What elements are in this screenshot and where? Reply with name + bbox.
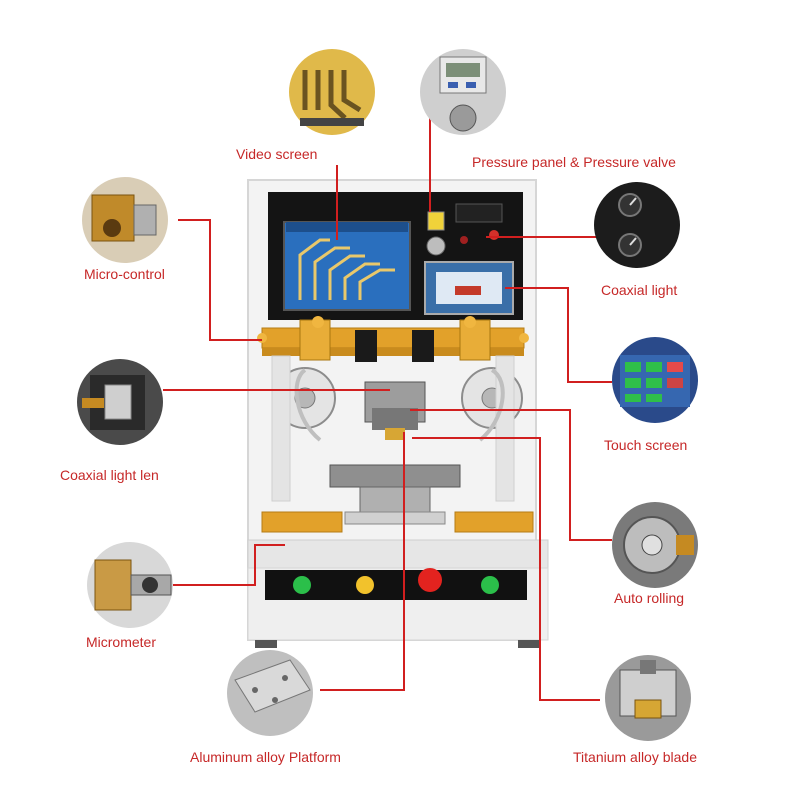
coaxial-light-knobs-closeup-icon [594,182,680,268]
machine-body [247,179,549,648]
auto-rolling-closeup-icon [612,502,698,588]
pressure-gauge-closeup-icon [420,49,506,135]
label-pressure-panel: Pressure panel & Pressure valve [472,154,676,170]
leader-lines [163,118,612,701]
label-touch-screen: Touch screen [604,437,688,453]
video-screen-display [283,221,411,311]
label-micro-control: Micro-control [84,266,165,282]
label-auto-rolling: Auto rolling [614,590,685,606]
touch-screen-closeup-icon [612,337,698,423]
video-screen-closeup-icon [289,49,375,135]
platform-closeup-icon [227,650,313,736]
micrometer-closeup-icon [87,542,173,628]
label-titanium-blade: Titanium alloy blade [573,749,697,765]
blade-closeup-icon [605,655,691,741]
label-coaxial-light: Coaxial light [601,282,678,298]
label-coaxial-light-len: Coaxial light len [60,467,159,483]
label-video-screen: Video screen [236,146,318,162]
micro-control-closeup-icon [82,177,168,263]
coaxial-lens-closeup-icon [77,359,163,445]
label-micrometer: Micrometer [86,634,157,650]
label-aluminum-platform: Aluminum alloy Platform [190,749,341,765]
